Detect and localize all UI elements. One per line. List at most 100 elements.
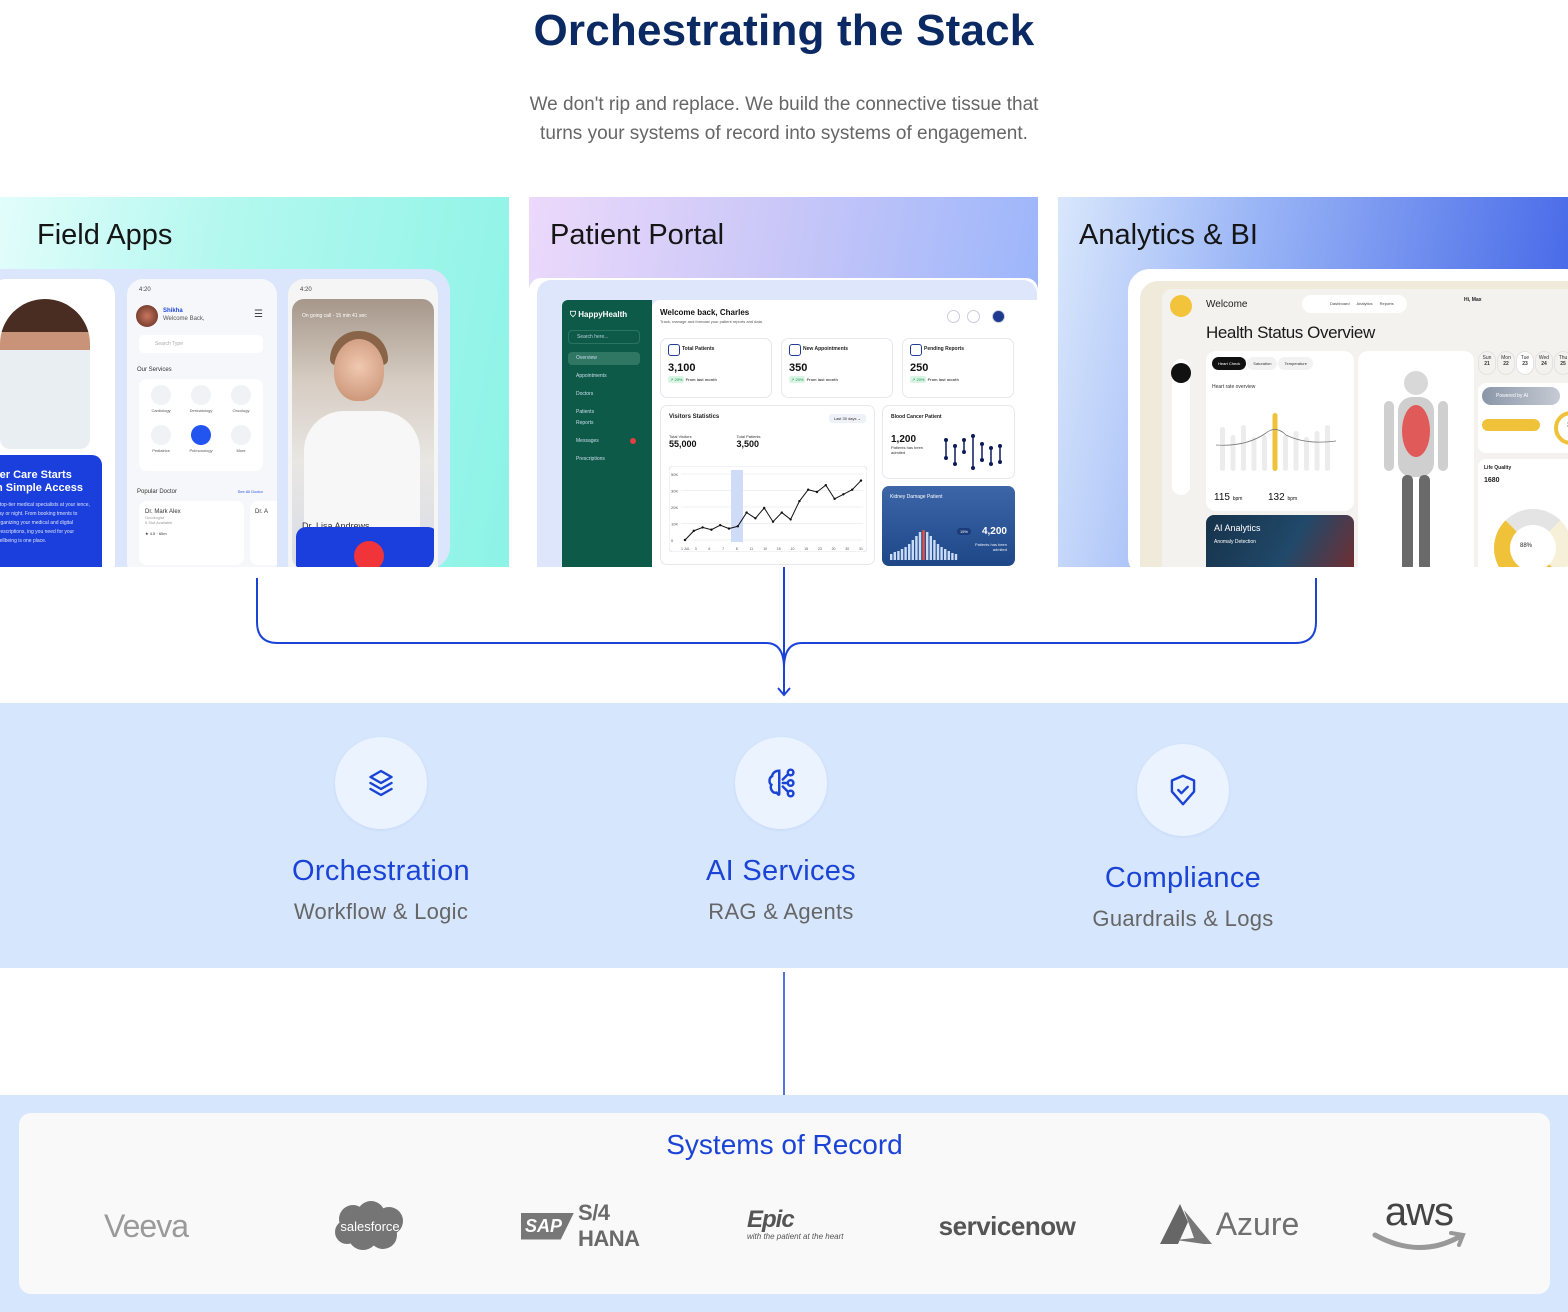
layers-icon	[335, 737, 427, 829]
service-name: Orchestration	[292, 855, 470, 887]
service-item[interactable]: Oncology	[221, 385, 261, 425]
service-compliance: Compliance Guardrails & Logs	[1033, 710, 1333, 932]
welcome-heading: Welcome back, Charles	[660, 308, 750, 317]
nav-item-appointments[interactable]: Appointments	[576, 373, 607, 379]
dashboard-title: Health Status Overview	[1206, 323, 1375, 342]
see-all-link[interactable]: See All Doctor	[237, 489, 263, 494]
top-nav[interactable]: Dashboard Analytics Reports	[1302, 295, 1407, 313]
doctor-name: Dr. A	[255, 509, 269, 515]
average-bpm: 115 bpm	[1214, 492, 1243, 503]
heart-rate-bar	[1304, 437, 1309, 471]
data-point	[807, 488, 810, 491]
kpi-card: Total Patients 3,100 ↗ 20% From last mon…	[660, 338, 772, 398]
service-item[interactable]: Cardiology	[141, 385, 181, 425]
y-tick-label: 30K	[671, 489, 678, 494]
doctor-card[interactable]: Dr. A	[250, 501, 277, 565]
dumbbell-dot	[953, 462, 957, 466]
dashboard-main: Welcome back, Charles Track, manage and …	[652, 300, 1037, 567]
x-tick-label: 15	[777, 547, 781, 551]
life-quality-card: Life Quality 1680 88%	[1478, 459, 1568, 567]
service-item[interactable]: More	[221, 425, 261, 465]
search-input[interactable]: Search here...	[568, 330, 640, 344]
avatar[interactable]	[992, 310, 1005, 323]
home-icon[interactable]	[1171, 363, 1191, 383]
max-bpm: 132 bpm	[1268, 492, 1298, 503]
heart-rate-curve	[1216, 429, 1336, 446]
service-subtitle: RAG & Agents	[708, 899, 854, 924]
shield-check-icon	[1137, 744, 1229, 836]
data-point	[842, 493, 845, 496]
powered-by-ai-card: Powered by AI 30	[1478, 383, 1568, 453]
doctor-card[interactable]: Dr. Mark Alex Oncologist 5 Slot Availabl…	[139, 501, 244, 565]
nav-item-overview[interactable]: Overview	[568, 352, 640, 365]
service-name: Compliance	[1104, 862, 1262, 894]
data-point	[815, 490, 819, 494]
data-point	[789, 518, 792, 521]
service-item-selected[interactable]: Pulmonology	[181, 425, 221, 465]
logo-veeva: Veeva	[104, 1207, 189, 1244]
heart-rate-bars	[1216, 413, 1336, 471]
kpi-card: Pending Reports 250 ↗ 20% From last mont…	[902, 338, 1014, 398]
doctor-availability: 5 Slot Available	[145, 520, 173, 525]
data-point	[701, 526, 704, 529]
x-tick-label: 1 JUL	[681, 547, 690, 551]
service-subtitle: Guardrails & Logs	[1092, 906, 1274, 931]
promo-card: ter Care Starts h Simple Access s top-ti…	[0, 279, 115, 567]
service-item[interactable]: Dermatology	[181, 385, 221, 425]
nav-item-reports[interactable]: Reports	[576, 420, 594, 426]
dumbbell-dot	[989, 446, 993, 450]
dumbbell-chart	[944, 434, 1002, 470]
data-point	[763, 506, 766, 510]
tab-heart-check[interactable]: Heart Check	[1212, 357, 1247, 370]
doctor-specialty: Oncologist	[145, 515, 164, 520]
menu-icon[interactable]: ☰	[254, 309, 263, 320]
avatar	[136, 305, 158, 327]
data-point	[719, 523, 722, 527]
dumbbell-dot	[998, 460, 1002, 464]
heart-rate-bar	[1251, 437, 1257, 471]
nav-item-doctors[interactable]: Doctors	[576, 391, 594, 397]
search-input[interactable]: Search Type	[139, 335, 263, 353]
dumbbell-dot	[953, 444, 957, 448]
chart-title: Heart rate overview	[1212, 384, 1256, 390]
data-point	[692, 529, 695, 533]
nav-item-prescriptions[interactable]: Prescriptions	[576, 456, 605, 462]
bell-icon[interactable]	[967, 310, 980, 323]
x-tick-label: 11	[749, 547, 753, 551]
histogram-bar	[890, 554, 893, 560]
blood-cancer-card: Blood Cancer Patient 1,200 Patients has …	[882, 405, 1015, 479]
ai-analytics-card[interactable]: AI Analytics Anomaly Detection	[1206, 515, 1354, 567]
data-point	[859, 479, 863, 482]
dashboard-mockup: ⛉ HappyHealth Search here... Overview Ap…	[537, 280, 1037, 567]
data-point	[771, 520, 775, 523]
calendar-icon[interactable]	[947, 310, 960, 323]
x-tick-label: 10	[791, 547, 795, 551]
nav-item-messages[interactable]: Messages	[568, 435, 640, 448]
histogram-bar	[951, 553, 954, 560]
heart-rate-bar	[1272, 413, 1278, 471]
dumbbell-dot	[971, 434, 975, 438]
logo-aws: aws	[1369, 1189, 1469, 1255]
ai-brain-network-icon	[735, 737, 827, 829]
service-item[interactable]: Pediatrics	[141, 425, 181, 465]
range-dropdown[interactable]: Last 30 days ⌄	[828, 414, 866, 423]
y-tick-label: 0	[671, 538, 674, 543]
data-point	[710, 528, 713, 531]
highlight-band	[731, 470, 743, 542]
x-tick-label: 3	[695, 547, 697, 551]
icon-rail	[1172, 359, 1190, 495]
tab-saturation[interactable]: Saturation	[1247, 357, 1278, 370]
heart-rate-bar	[1241, 425, 1246, 471]
nav-item-patients[interactable]: Patients	[576, 409, 595, 415]
service-name: AI Services	[706, 855, 856, 887]
tab-temperature[interactable]: Temperature	[1278, 357, 1313, 370]
promo-text: s top-tier medical specialists at your i…	[0, 502, 90, 544]
dumbbell-dot	[971, 466, 975, 470]
end-call-button[interactable]	[354, 541, 384, 567]
